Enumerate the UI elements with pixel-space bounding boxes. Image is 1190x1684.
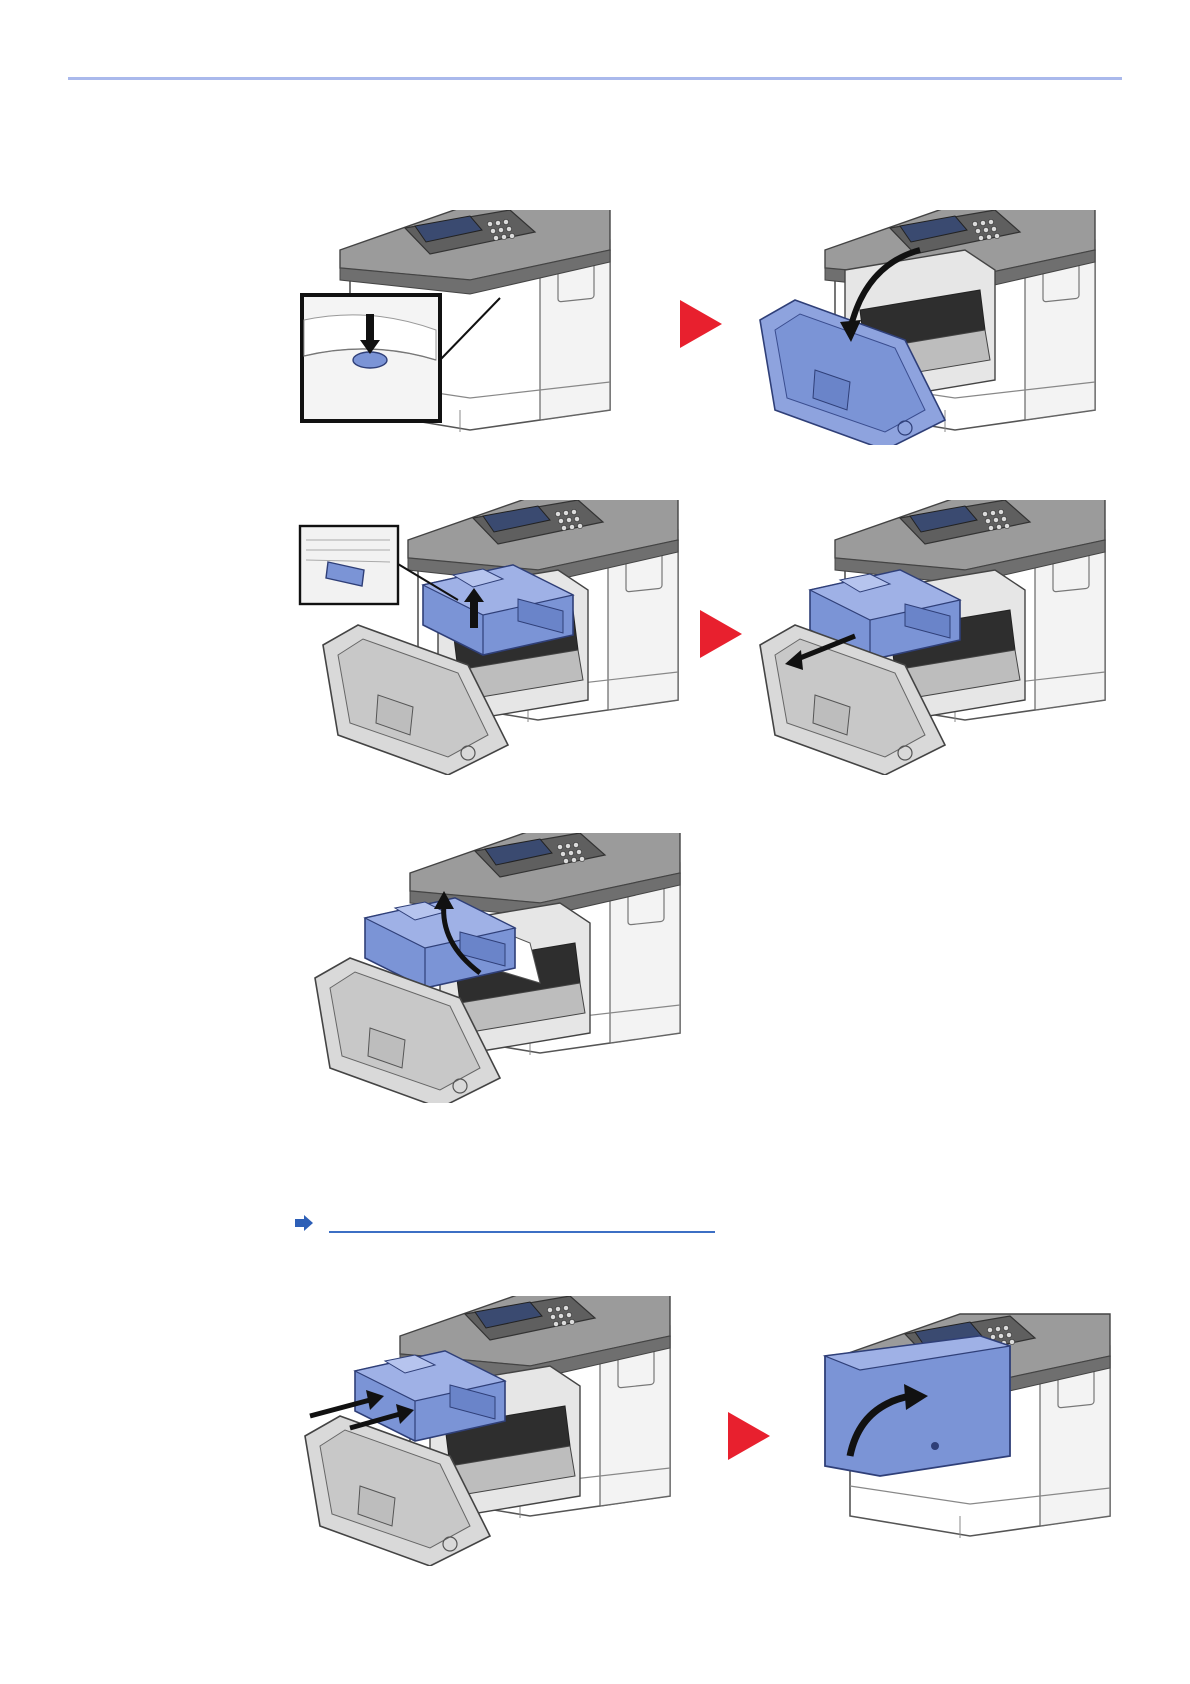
toner-insert-illustration [300,1296,680,1566]
toner-remove-upward-illustration [310,833,690,1103]
header-rule [68,77,1122,80]
reference-arrow-icon [295,1215,313,1231]
printer-front-cover-close-illustration [820,1296,1120,1566]
printer-release-button-illustration [300,210,630,440]
reference-link-underline [329,1231,715,1233]
toner-lever-lift-illustration [298,500,703,775]
printer-front-cover-open-illustration [755,210,1105,445]
next-step-arrow [680,300,722,348]
toner-pull-out-illustration [755,500,1125,775]
next-step-arrow [728,1412,770,1460]
next-step-arrow [700,610,742,658]
reference-link[interactable] [295,1212,725,1234]
